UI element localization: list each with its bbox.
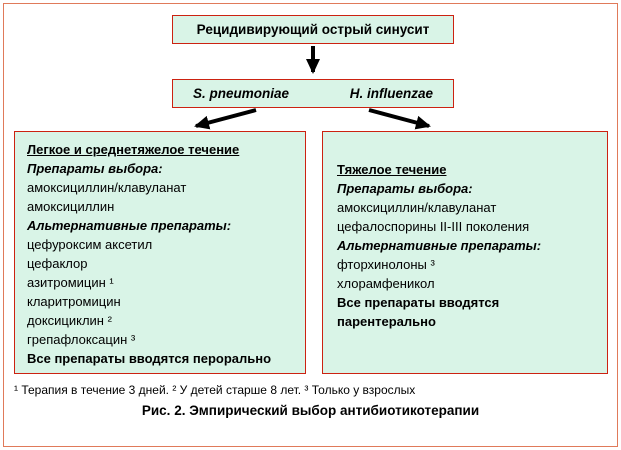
pathogen-h-influenzae: H. influenzae	[349, 86, 433, 101]
mild-course-heading: Легкое и среднетяжелое течение	[27, 142, 240, 157]
mild-choice-item: амоксициллин/клавуланат	[27, 180, 187, 195]
mild-course-box: Легкое и среднетяжелое течение Препараты…	[14, 131, 306, 374]
severe-choice-label: Препараты выбора:	[337, 181, 473, 196]
figure-caption: Рис. 2. Эмпирический выбор антибиотикоте…	[141, 403, 480, 418]
severe-choice-item: амоксициллин/клавуланат	[337, 200, 497, 215]
mild-alt-label: Альтернативные препараты:	[27, 218, 232, 233]
severe-alt-item: хлорамфеникол	[337, 276, 435, 291]
mild-alt-item: кларитромицин	[27, 294, 121, 309]
figure-footnotes: ¹ Терапия в течение 3 дней. ² У детей ст…	[14, 383, 416, 397]
severe-route-note: Все препараты вводятся парентерально	[337, 295, 500, 329]
mild-route-note: Все препараты вводятся перорально	[27, 351, 272, 366]
pathogen-s-pneumoniae: S. pneumoniae	[193, 86, 290, 101]
severe-choice-item: цефалоспорины II-III поколения	[337, 219, 530, 234]
mild-alt-item: цефуроксим аксетил	[27, 237, 153, 252]
mild-alt-item: грепафлоксацин ³	[27, 332, 136, 347]
pathogen-node-box: S. pneumoniae H. influenzae	[172, 79, 454, 108]
severe-alt-item: фторхинолоны ³	[337, 257, 435, 272]
mild-choice-item: амоксициллин	[27, 199, 115, 214]
root-node-box: Рецидивирующий острый синусит	[172, 15, 454, 44]
severe-course-heading: Тяжелое течение	[337, 162, 447, 177]
mild-alt-item: доксициклин ²	[27, 313, 112, 328]
figure-border	[3, 3, 618, 447]
root-node-label: Рецидивирующий острый синусит	[196, 22, 430, 37]
severe-course-box: Тяжелое течение Препараты выбора: амокси…	[322, 131, 608, 374]
mild-alt-item: азитромицин ¹	[27, 275, 114, 290]
mild-alt-item: цефаклор	[27, 256, 88, 271]
mild-choice-label: Препараты выбора:	[27, 161, 163, 176]
severe-alt-label: Альтернативные препараты:	[337, 238, 542, 253]
